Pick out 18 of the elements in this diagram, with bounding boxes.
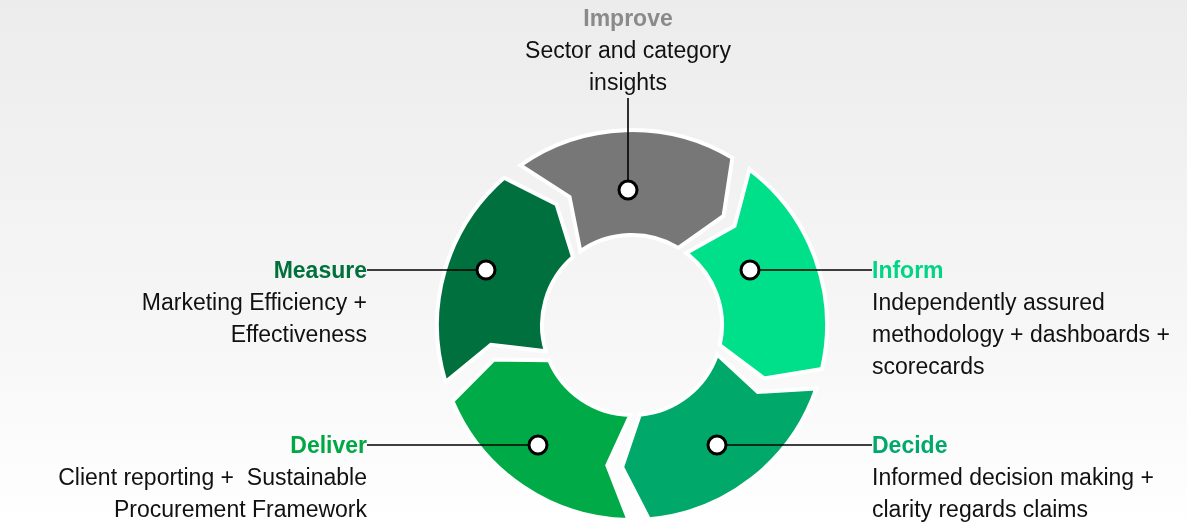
- ring-segment: [518, 128, 735, 254]
- stage-heading: Measure: [272, 256, 367, 285]
- leader-line: [366, 259, 497, 281]
- stage-description: Sector and category insights: [524, 36, 732, 97]
- stage-heading: Inform: [872, 256, 945, 285]
- stage-description: Independently assured methodology + dashboards + scorecards: [872, 288, 1171, 381]
- stage-heading: Improve: [582, 4, 674, 33]
- leader-line: [706, 434, 873, 456]
- stage-heading: Deliver: [289, 431, 367, 460]
- ring-segment: [435, 175, 575, 384]
- leader-line: [617, 97, 639, 201]
- stage-description: Client reporting + Sustainable Procurement Framework: [57, 463, 367, 524]
- ring-segment: [684, 167, 829, 381]
- leader-line: [366, 434, 549, 456]
- leader-line: [739, 259, 873, 281]
- stage-description: Marketing Efficiency + Effectiveness: [140, 288, 367, 349]
- stage-heading: Decide: [872, 431, 949, 460]
- stage-description: Informed decision making + clarity regards claims: [872, 463, 1155, 524]
